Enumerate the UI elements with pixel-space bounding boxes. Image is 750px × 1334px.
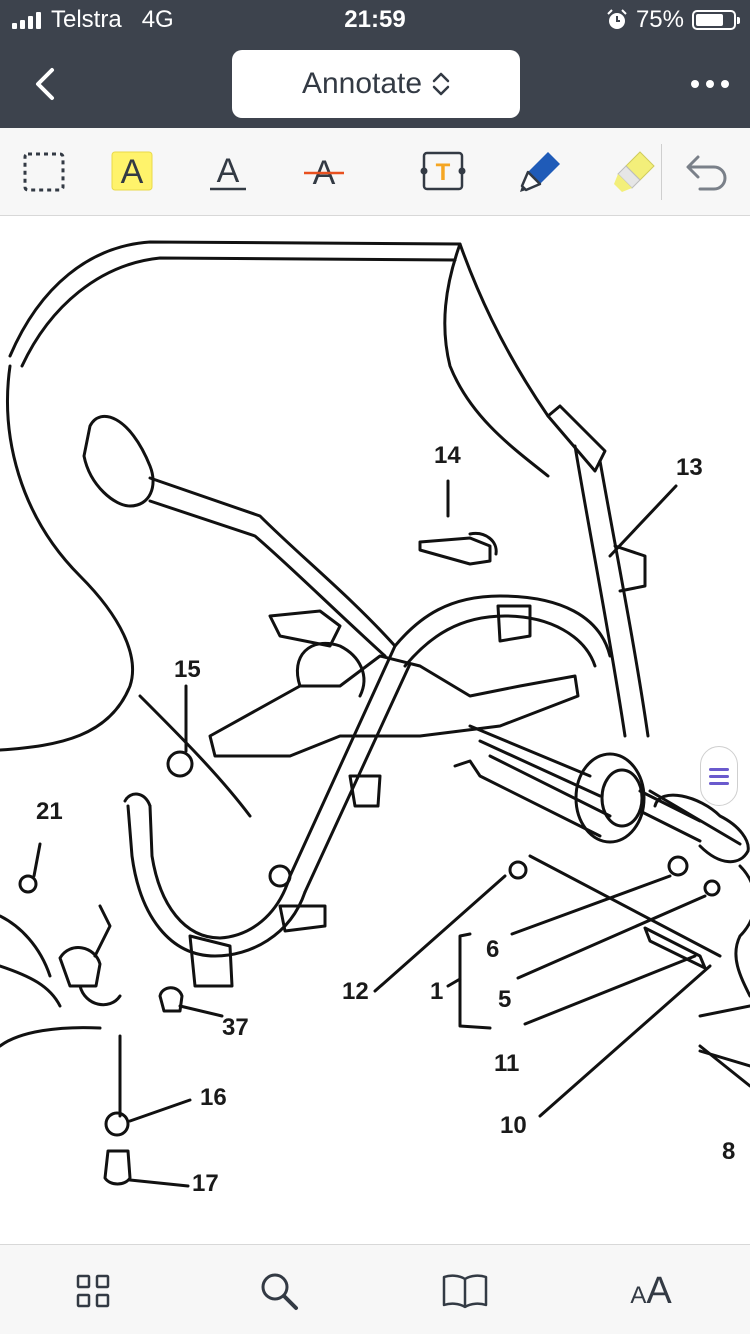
more-options-button[interactable] [688, 64, 732, 104]
underline-a-glyph: A [217, 152, 240, 190]
search-icon [261, 1273, 298, 1310]
callout-label: 10 [500, 1112, 527, 1139]
handle-line [709, 774, 729, 778]
highlighter-tool[interactable] [610, 146, 660, 196]
text-box-tool[interactable]: T [418, 146, 468, 196]
document-canvas[interactable]: 14 13 15 21 12 6 1 5 11 10 37 16 17 8 [0, 216, 750, 1244]
pen-icon [520, 152, 560, 192]
annotate-mode-selector[interactable]: Annotate [232, 50, 520, 118]
text-size-button[interactable]: AA [626, 1269, 676, 1313]
status-right: 75% [606, 6, 740, 34]
status-bar: Telstra 4G 21:59 75% [0, 0, 750, 40]
strikeout-text-tool[interactable]: A [299, 146, 349, 196]
battery-icon [692, 10, 740, 30]
handle-line [709, 781, 729, 785]
grid-icon [76, 1274, 110, 1308]
ellipsis-icon-dot [706, 80, 714, 88]
clock: 21:59 [344, 6, 406, 33]
text-box-icon: T [420, 151, 466, 191]
callout-label: 8 [722, 1138, 736, 1165]
callout-label: 5 [498, 986, 512, 1013]
dashed-rectangle-icon [23, 152, 65, 192]
parts-diagram [0, 240, 750, 1188]
underline-a-icon: A [210, 152, 246, 191]
text-size-icon: AA [630, 1270, 671, 1313]
ellipsis-icon-dot [721, 80, 729, 88]
text-size-small-a: A [630, 1281, 647, 1309]
back-button[interactable] [22, 60, 70, 108]
text-size-large-a: A [646, 1269, 672, 1312]
chevron-left-icon [36, 68, 54, 100]
annotation-toolbar: A A A T [0, 128, 750, 216]
pen-tool[interactable] [516, 146, 566, 196]
bottom-toolbar: AA [0, 1244, 750, 1334]
highlight-a-glyph: A [121, 153, 144, 191]
callout-label: 15 [174, 656, 201, 683]
highlighter-icon [614, 151, 655, 192]
ellipsis-icon-dot [691, 80, 699, 88]
selection-tool[interactable] [19, 146, 69, 196]
toolbar-divider [661, 144, 662, 200]
page-title: Annotate [301, 67, 423, 100]
callout-label: 13 [676, 454, 703, 481]
carrier-name: Telstra [51, 6, 122, 33]
callout-label: 12 [342, 978, 369, 1005]
battery-percent: 75% [635, 6, 684, 33]
strikeout-a-icon: A [304, 154, 344, 192]
network-type: 4G [141, 6, 174, 33]
signal-strength-icon [12, 11, 41, 29]
side-panel-handle[interactable] [700, 746, 738, 806]
highlight-text-tool[interactable]: A [107, 146, 157, 196]
undo-button[interactable] [682, 146, 732, 196]
alarm-clock-icon [607, 9, 627, 29]
callout-label: 37 [222, 1014, 249, 1041]
status-left: Telstra 4G [12, 6, 174, 34]
callout-label: 17 [192, 1170, 219, 1197]
chevron-up-down-icon [432, 72, 450, 96]
callout-label: 11 [494, 1050, 520, 1077]
handle-line [709, 767, 729, 771]
callout-label: 21 [36, 798, 63, 825]
underline-text-tool[interactable]: A [203, 146, 253, 196]
callout-label: 14 [434, 442, 461, 469]
thumbnails-button[interactable] [68, 1269, 118, 1313]
callout-label: 6 [486, 936, 500, 963]
book-icon [442, 1274, 488, 1309]
callout-label: 16 [200, 1084, 227, 1111]
highlight-a-icon: A [111, 151, 153, 191]
navigation-bar: Annotate [0, 40, 750, 128]
text-box-glyph: T [436, 159, 451, 186]
undo-icon [686, 155, 727, 191]
callout-label: 1 [430, 978, 444, 1005]
outline-button[interactable] [440, 1269, 490, 1313]
search-button[interactable] [254, 1269, 304, 1313]
